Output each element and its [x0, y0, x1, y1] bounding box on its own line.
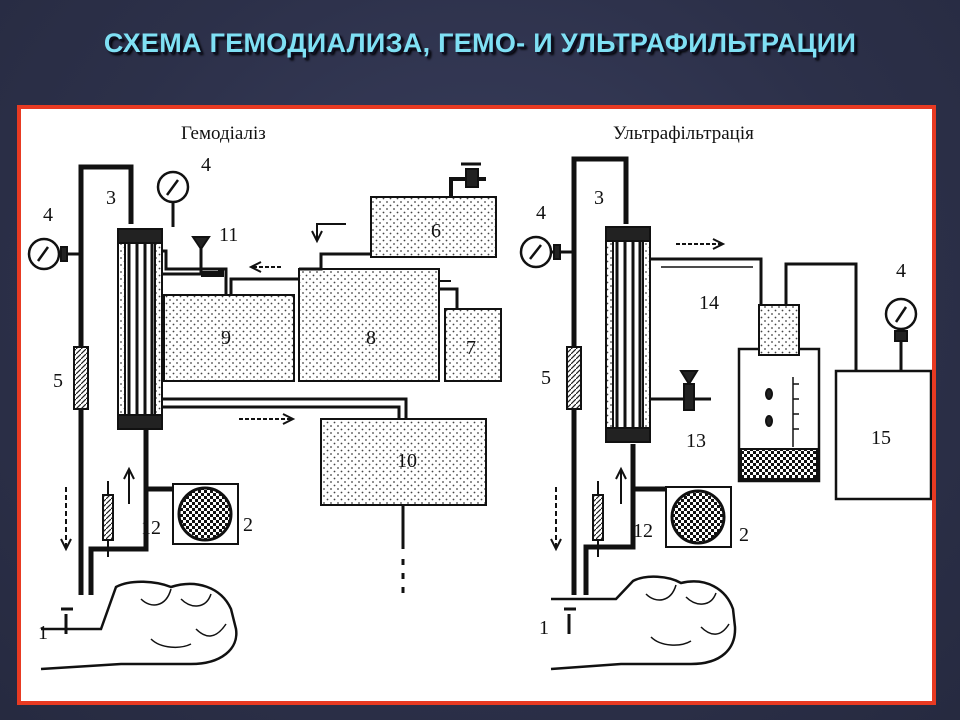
- venous-line-uf: [583, 444, 671, 595]
- patient-arm: [40, 580, 238, 671]
- valve: [161, 236, 224, 277]
- tank-8: [298, 268, 440, 382]
- tank-6: [370, 196, 497, 258]
- slide-title: СХЕМА ГЕМОДИАЛИЗА, ГЕМО- И УЛЬТРАФИЛЬТРА…: [103, 28, 857, 58]
- label-3: 3: [106, 187, 116, 209]
- patient-arm-uf: [550, 575, 737, 671]
- manometer-arterial: [27, 237, 81, 271]
- flowmeter: [73, 346, 89, 410]
- hemodialysis-heading: Гемодіаліз: [181, 123, 266, 144]
- label-2: 2: [243, 514, 253, 536]
- label-7: 7: [466, 337, 476, 359]
- clamp: [650, 370, 711, 411]
- water-faucet: [449, 162, 486, 197]
- manometer-vacuum: [884, 297, 918, 371]
- label-uf-13: 13: [686, 430, 706, 452]
- label-uf-4-right: 4: [896, 260, 906, 282]
- label-11: 11: [219, 224, 238, 246]
- label-9: 9: [221, 327, 231, 349]
- label-1: 1: [38, 622, 48, 644]
- tank-9: [163, 294, 295, 382]
- label-uf-12: 12: [633, 520, 653, 542]
- ultrafiltration-scheme: Ультрафільтрація: [519, 123, 932, 671]
- flowmeter-uf: [566, 346, 582, 410]
- label-4-left: 4: [43, 204, 53, 226]
- tank-7: [444, 308, 502, 382]
- tank-10: [320, 418, 487, 506]
- heparin-syringe-uf: [592, 481, 604, 557]
- label-8: 8: [366, 327, 376, 349]
- label-10: 10: [397, 450, 417, 472]
- hemofilter: [605, 226, 651, 443]
- label-uf-5: 5: [541, 367, 551, 389]
- ultrafiltration-heading: Ультрафільтрація: [613, 123, 754, 144]
- label-5: 5: [53, 370, 63, 392]
- label-6: 6: [431, 220, 441, 242]
- label-4-top: 4: [201, 154, 211, 176]
- diagram-canvas: Гемодіаліз: [27, 123, 932, 671]
- label-uf-2: 2: [739, 524, 749, 546]
- label-uf-15: 15: [871, 427, 891, 449]
- label-12: 12: [141, 517, 161, 539]
- label-uf-1: 1: [539, 617, 549, 639]
- dialyzer: [117, 228, 163, 430]
- heparin-syringe: [102, 481, 114, 557]
- hemodialysis-scheme: Гемодіаліз: [27, 123, 502, 671]
- tank-15: [834, 369, 932, 501]
- label-uf-4-left: 4: [536, 202, 546, 224]
- label-uf-14: 14: [699, 292, 719, 314]
- manometer-arterial-uf: [519, 235, 574, 269]
- manometer-venous: [156, 170, 190, 227]
- filtrate-collector: [737, 304, 821, 483]
- label-uf-3: 3: [594, 187, 604, 209]
- blood-pump-uf: [665, 486, 732, 548]
- blood-pump: [172, 483, 239, 545]
